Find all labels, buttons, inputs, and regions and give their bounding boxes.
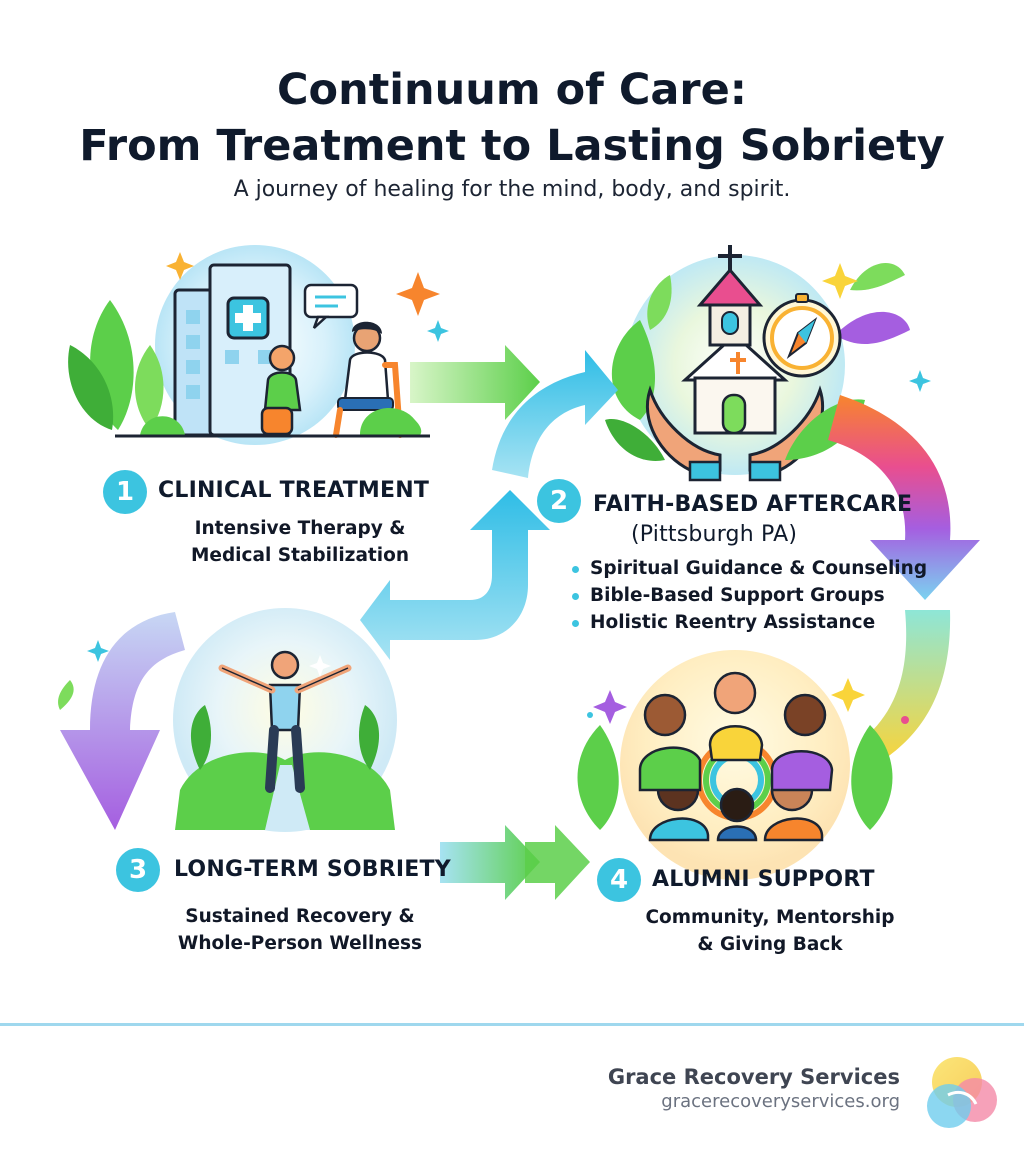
arrow-step3-to-step4-head [525,825,590,900]
step-2-bullet: Spiritual Guidance & Counseling [570,555,927,582]
sparkle-icon [87,640,109,662]
step-1-number-badge: 1 [103,470,147,514]
person-open-arms-path-illustration [173,608,397,832]
arrow-step3-loop [60,612,185,830]
page-subtitle: A journey of healing for the mind, body,… [233,177,791,202]
page-title: Continuum of Care: From Treatment to Las… [0,62,1024,174]
organization-url[interactable]: gracerecoveryservices.org [661,1091,900,1112]
leaf-icon [58,680,74,710]
step-3-description-line-2: Whole-Person Wellness [177,933,423,954]
church-hands-compass-illustration [605,245,931,482]
step-1-description-line-1: Intensive Therapy & [194,518,406,539]
arrow-curve-upper [492,350,618,478]
step-3-number-badge: 3 [116,848,160,892]
step-1-title: CLINICAL TREATMENT [158,478,430,503]
step-2-number-badge: 2 [537,479,581,523]
step-1-description: Intensive Therapy & Medical Stabilizatio… [140,515,460,569]
arrow-step1-to-step2 [410,345,540,420]
arrow-step3-to-step2 [360,490,550,660]
arrow-step2-to-step4 [828,395,980,600]
step-2-title-line-1: FAITH-BASED AFTERCARE [593,492,913,517]
step-2-title-line-2: (Pittsburgh PA) [631,522,798,547]
arrow-step3-to-step4 [440,825,540,900]
arrow-step2-to-step4-lower [860,610,951,762]
step-4-description: Community, Mentorship & Giving Back [600,904,940,958]
step-4-number-badge: 4 [597,858,641,902]
step-1-description-line-2: Medical Stabilization [190,545,409,566]
step-3-description-line-1: Sustained Recovery & [185,906,415,927]
title-line-2: From Treatment to Lasting Sobriety [79,121,945,171]
title-line-1: Continuum of Care: [277,65,747,115]
step-4-description-line-1: Community, Mentorship [645,907,895,928]
overlapping-circles-logo [927,1057,997,1128]
step-2-bullet-list: Spiritual Guidance & Counseling Bible-Ba… [570,555,927,636]
clinic-therapy-illustration [68,245,449,445]
step-2-title: FAITH-BASED AFTERCARE (Pittsburgh PA) [593,490,913,550]
step-2-bullet: Bible-Based Support Groups [570,582,927,609]
step-4-title: ALUMNI SUPPORT [652,867,875,892]
step-2-bullet: Holistic Reentry Assistance [570,609,927,636]
organization-name: Grace Recovery Services [607,1065,900,1089]
step-4-description-line-2: & Giving Back [697,934,843,955]
step-3-description: Sustained Recovery & Whole-Person Wellne… [140,903,460,957]
step-3-title: LONG-TERM SOBRIETY [174,857,451,882]
footer-divider [0,1023,1024,1026]
group-embrace-illustration [577,650,909,880]
